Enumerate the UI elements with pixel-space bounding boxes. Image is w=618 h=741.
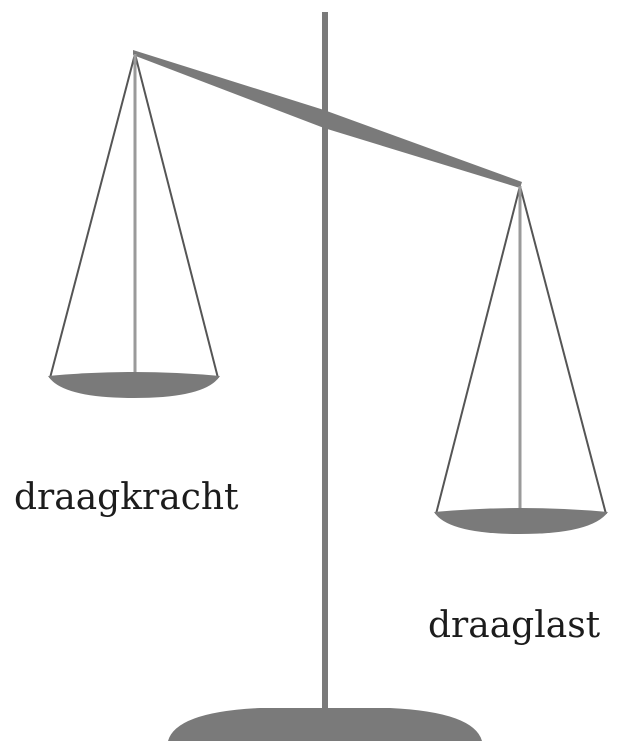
left-pan-string-inner [134,53,219,379]
scale-base [168,708,482,741]
scale-beam [133,50,522,188]
scale-post [322,12,328,712]
label-draaglast: draaglast [428,605,601,646]
left-pan [48,372,220,398]
right-pan-string-inner [519,185,607,515]
label-draagkracht: draagkracht [14,477,239,518]
right-pan [434,508,608,534]
right-pan-string-outer [435,185,521,515]
left-pan-string-outer [49,53,136,379]
